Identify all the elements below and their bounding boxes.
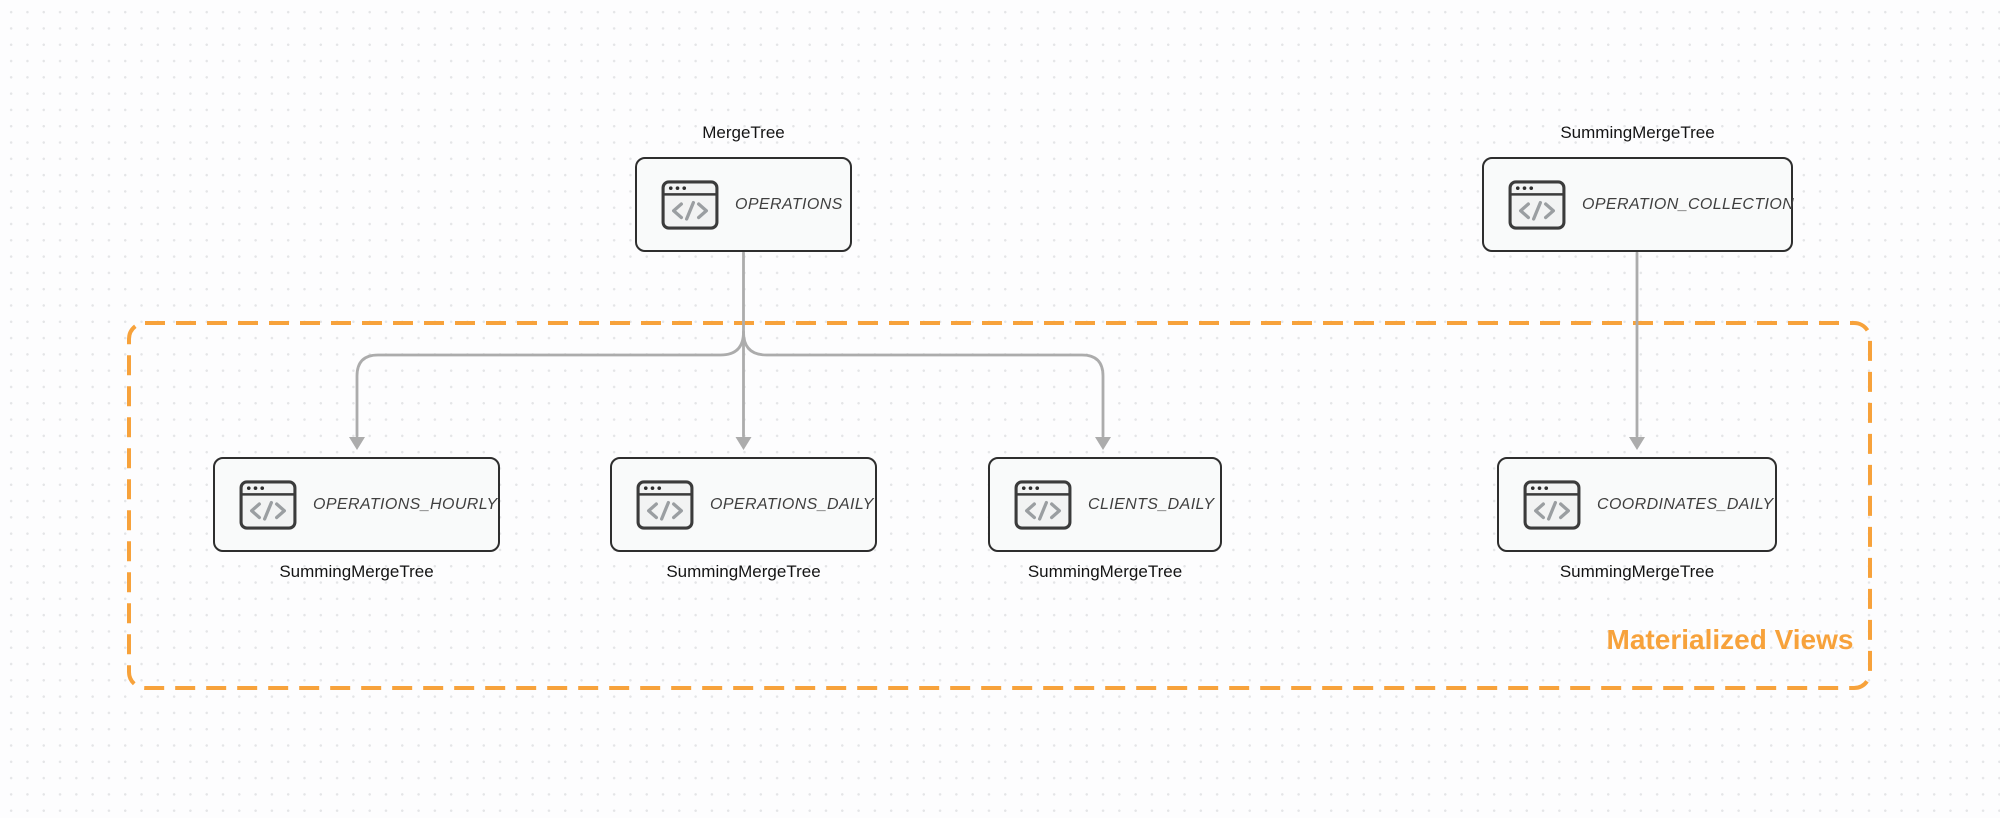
engine-label: SummingMergeTree — [1559, 562, 1715, 581]
table-name: COORDINATES_DAILY — [1597, 495, 1774, 513]
table-card-operations-daily: OPERATIONS_DAILY — [610, 457, 877, 552]
edge-operations-to-operations-hourly — [349, 330, 745, 450]
engine-label: SummingMergeTree — [1560, 123, 1715, 142]
materialized-views-frame — [127, 321, 1872, 690]
edge-operations-to-clients-daily — [742, 330, 1111, 450]
code-window-icon — [1014, 479, 1072, 530]
engine-label: SummingMergeTree — [666, 562, 821, 581]
code-window-icon — [1523, 479, 1581, 530]
table-name: OPERATIONS_DAILY — [710, 495, 874, 513]
engine-label: SummingMergeTree — [279, 562, 434, 581]
table-card-operations: OPERATIONS — [635, 157, 852, 252]
node-operation-collection: SummingMergeTree OPERATION_COLLECTION — [1482, 122, 1795, 252]
node-operations-hourly: OPERATIONS_HOURLY SummingMergeTree — [213, 457, 500, 583]
materialized-views-label: Materialized Views — [1606, 624, 1854, 655]
code-window-icon — [239, 479, 297, 530]
table-name: CLIENTS_DAILY — [1088, 495, 1215, 513]
table-card-coordinates-daily: COORDINATES_DAILY — [1497, 457, 1777, 552]
table-name: OPERATION_COLLECTION — [1582, 195, 1795, 213]
node-clients-daily: CLIENTS_DAILY SummingMergeTree — [988, 457, 1222, 583]
code-window-icon — [636, 479, 694, 530]
node-operations-daily: OPERATIONS_DAILY SummingMergeTree — [610, 457, 877, 583]
engine-label: SummingMergeTree — [1027, 562, 1183, 581]
engine-label: MergeTree — [702, 123, 785, 142]
table-name: OPERATIONS_HOURLY — [313, 495, 498, 513]
code-window-icon — [661, 179, 719, 230]
table-card-operation-collection: OPERATION_COLLECTION — [1482, 157, 1795, 252]
edge-operation-collection-to-coordinates-daily — [1629, 251, 1645, 450]
table-card-operations-hourly: OPERATIONS_HOURLY — [213, 457, 500, 552]
node-operations: MergeTree OPERATIONS — [635, 122, 852, 252]
table-card-clients-daily: CLIENTS_DAILY — [988, 457, 1222, 552]
arrowhead-icon — [349, 437, 365, 450]
arrowhead-icon — [1629, 437, 1645, 450]
code-window-icon — [1508, 179, 1566, 230]
arrowhead-icon — [1095, 437, 1111, 450]
arrowhead-icon — [735, 437, 752, 450]
edge-operations-to-operations-daily — [735, 251, 752, 450]
node-coordinates-daily: COORDINATES_DAILY SummingMergeTree — [1497, 457, 1777, 583]
table-name: OPERATIONS — [735, 195, 843, 213]
